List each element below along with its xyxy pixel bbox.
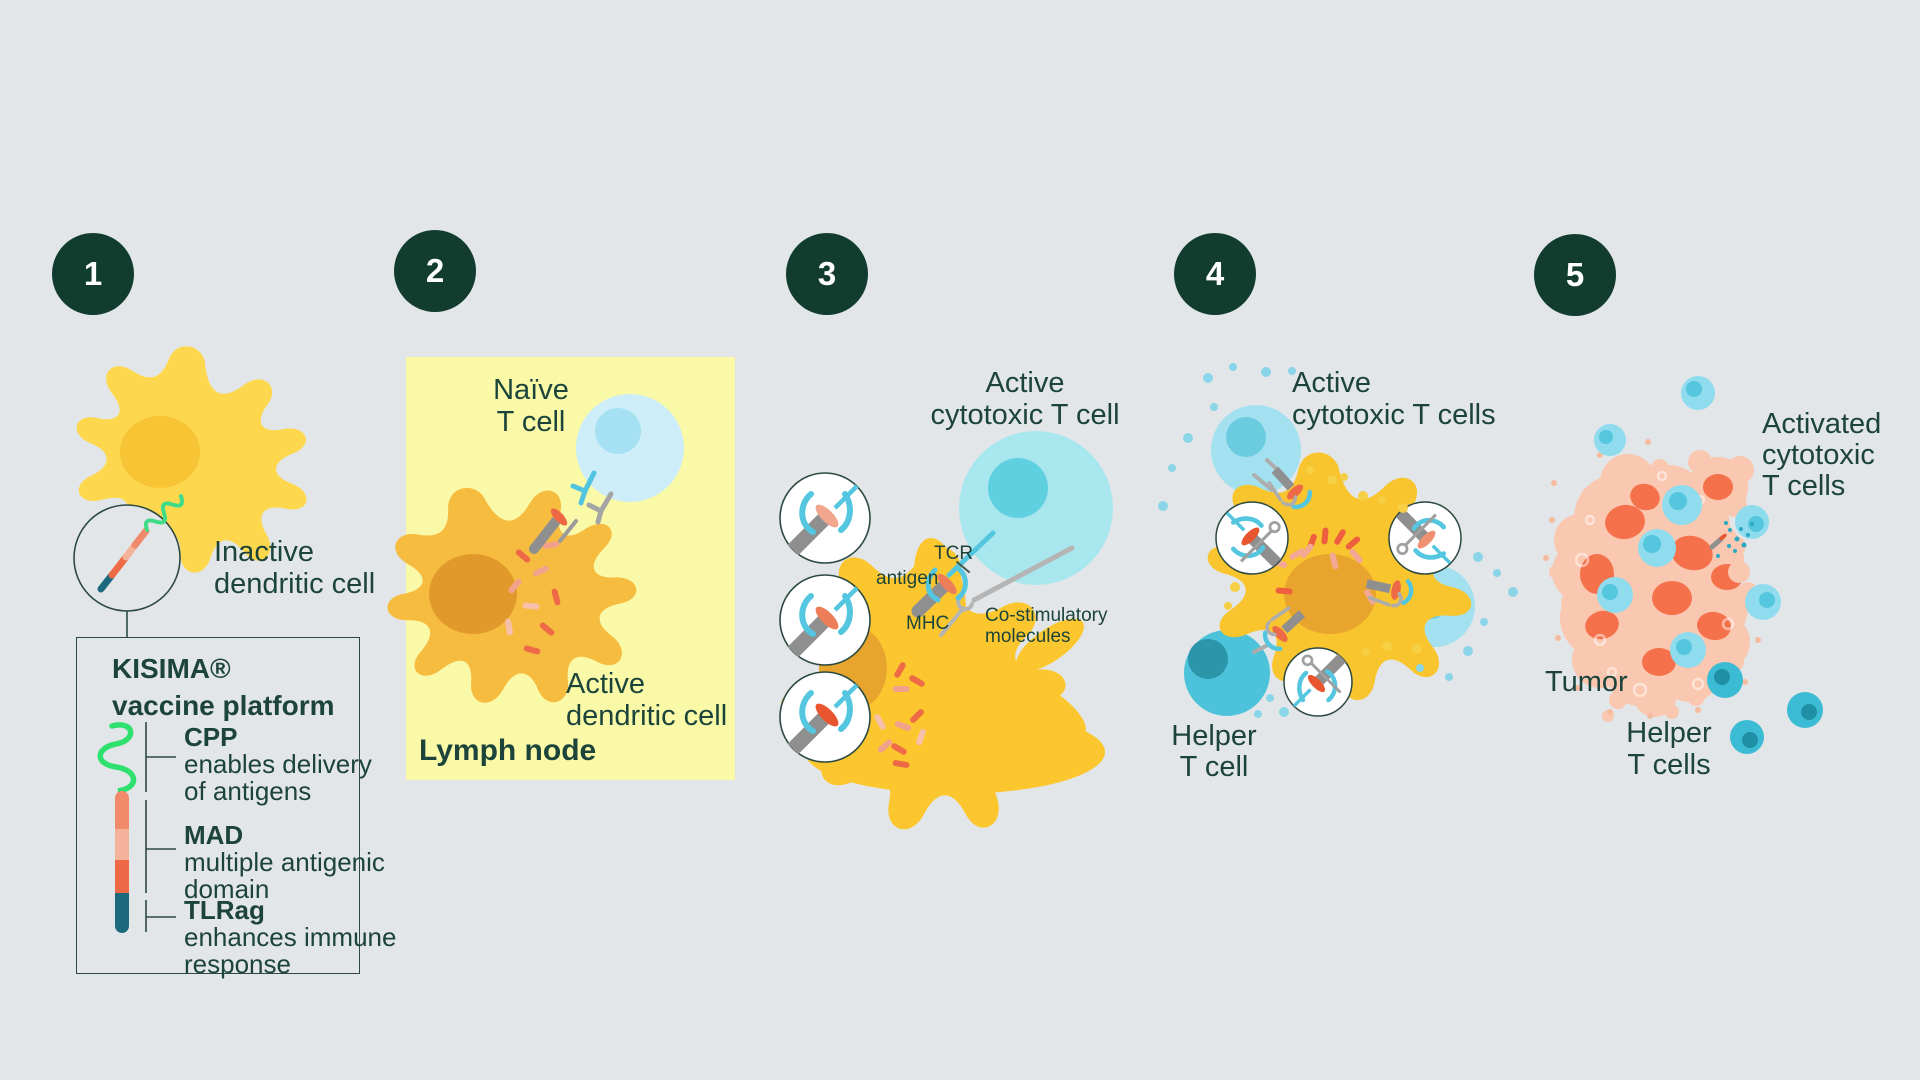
active-dc-label-line1: Active (566, 668, 645, 700)
legend-molecule-icon (97, 722, 137, 933)
active-cytotoxic-t-cell (959, 431, 1113, 585)
costim-label-line1: Co-stimulatory (985, 605, 1108, 626)
naive-t-cell-label-line2: T cell (496, 406, 566, 438)
cell-nucleus (1188, 639, 1228, 679)
costim-receptor-icon (586, 491, 614, 525)
step4-title-line2: cytotoxic T cells (1292, 399, 1496, 431)
mhc-tcr-synapse (911, 530, 1075, 637)
tlrag-segment-icon (115, 893, 129, 933)
step3-title-line2: cytotoxic T cell (930, 399, 1120, 431)
legend-item-label: MAD (184, 820, 244, 850)
legend-item-desc-line1: multiple antigenic (184, 847, 385, 877)
attack-sparkle (1709, 521, 1754, 558)
naive-t-cell (576, 394, 684, 502)
receptor-zoom-circle-4 (1215, 501, 1289, 575)
active-dc-label-line2: dendritic cell (566, 700, 728, 732)
helper-t-cells-label-line2: T cells (1627, 749, 1711, 781)
step5-title-line3: T cells (1762, 470, 1846, 502)
inactive-dc-label-line1: Inactive (214, 536, 314, 568)
active-dendritic-cell (362, 451, 660, 739)
inactive-dc-label-line2: dendritic cell (214, 568, 376, 600)
cell-nucleus (120, 416, 200, 488)
step5-title: Activated cytotoxic T cells (1762, 409, 1881, 502)
helper-t-cells-step5 (1707, 662, 1823, 754)
legend-item-desc-line2: of antigens (184, 776, 312, 806)
legend-title-line2: vaccine platform (112, 690, 335, 721)
tcr-receptor-icon (570, 470, 597, 506)
cell-nucleus (595, 408, 641, 454)
step3-title-line1: Active (985, 367, 1065, 399)
receptor-zoom-circle-2 (779, 574, 871, 666)
cytokine-dots-blue (1158, 363, 1518, 718)
legend-item-ticks (145, 722, 176, 932)
tumor-label: Tumor (1545, 666, 1628, 698)
mad-segment-icon (115, 791, 129, 895)
step-badge-3: 3 (786, 233, 868, 315)
legend-item-mad: MAD multiple antigenic domain (184, 822, 385, 903)
legend-item-desc-line2: response (184, 949, 291, 979)
helper-t-cell-label: Helper T cell (1134, 721, 1294, 783)
activated-cytotoxic-t-cells (1594, 376, 1781, 668)
kisima-molecule-icon (97, 494, 184, 593)
dendritic-cell-step4 (1207, 452, 1472, 701)
cpp-squiggle-icon (97, 722, 137, 794)
tcr-label: TCR (934, 543, 974, 564)
kisima-legend-box (76, 637, 360, 974)
legend-item-tlrag: TLRag enhances immune response (184, 897, 396, 978)
receptor-zoom-circle-5 (1388, 501, 1462, 575)
step-badge-5: 5 (1534, 234, 1616, 316)
inactive-dc-label: Inactive dendritic cell (214, 536, 375, 600)
receptor-zoom-circle-6 (1283, 647, 1353, 717)
tumor-speckles (1543, 439, 1761, 719)
step5-title-line1: Activated (1762, 408, 1882, 440)
step4-title-line1: Active (1292, 367, 1371, 399)
legend-item-desc-line2: domain (184, 874, 270, 904)
tumor-mass (1543, 439, 1761, 722)
kisima-magnifier-circle (73, 494, 184, 638)
legend-item-desc-line1: enhances immune (184, 922, 397, 952)
helper-t-cells-label: Helper T cells (1589, 717, 1749, 781)
receptor-zoom-circle-3 (779, 671, 871, 763)
inactive-dendritic-cell (58, 332, 326, 587)
legend-item-desc-line1: enables delivery (184, 749, 372, 779)
helper-t-cell-label-line1: Helper (1171, 720, 1257, 752)
cytokine-dots-yellow (1224, 466, 1422, 656)
mhc-label: MHC (906, 613, 950, 634)
legend-item-cpp: CPP enables delivery of antigens (184, 724, 372, 805)
legend-item-label: CPP (184, 722, 238, 752)
helper-t-cells-label-line1: Helper (1626, 717, 1712, 749)
step3-title: Active cytotoxic T cell (875, 367, 1175, 431)
legend-item-label: TLRag (184, 895, 265, 925)
naive-t-cell-label-line1: Naïve (493, 374, 569, 406)
mhc-tcr-binding-icon (529, 470, 614, 554)
tumor-bubbles (1574, 470, 1735, 698)
lymph-node-label: Lymph node (419, 734, 597, 767)
cell-nucleus (1284, 554, 1376, 634)
step4-title: Active cytotoxic T cells (1292, 367, 1496, 431)
step-badge-4: 4 (1174, 233, 1256, 315)
step-badge-1: 1 (52, 233, 134, 315)
costim-label: Co-stimulatory molecules (985, 605, 1107, 647)
active-dc-label: Active dendritic cell (566, 668, 727, 732)
helper-t-cell (1184, 630, 1270, 716)
cell-nucleus (1226, 417, 1266, 457)
antigen-label: antigen (876, 568, 939, 589)
naive-t-cell-label: Naïve T cell (431, 374, 631, 438)
receptor-zoom-circle-1 (779, 472, 871, 564)
costim-label-line2: molecules (985, 626, 1071, 647)
helper-t-cell-label-line2: T cell (1179, 751, 1249, 783)
legend-title: KISIMA® vaccine platform (112, 650, 335, 724)
legend-title-line1: KISIMA® (112, 653, 231, 684)
cell-nucleus (988, 458, 1048, 518)
step5-title-line2: cytotoxic (1762, 439, 1875, 471)
tumor-cell-nuclei (1580, 474, 1743, 676)
cell-nucleus (429, 554, 517, 634)
step-badge-2: 2 (394, 230, 476, 312)
